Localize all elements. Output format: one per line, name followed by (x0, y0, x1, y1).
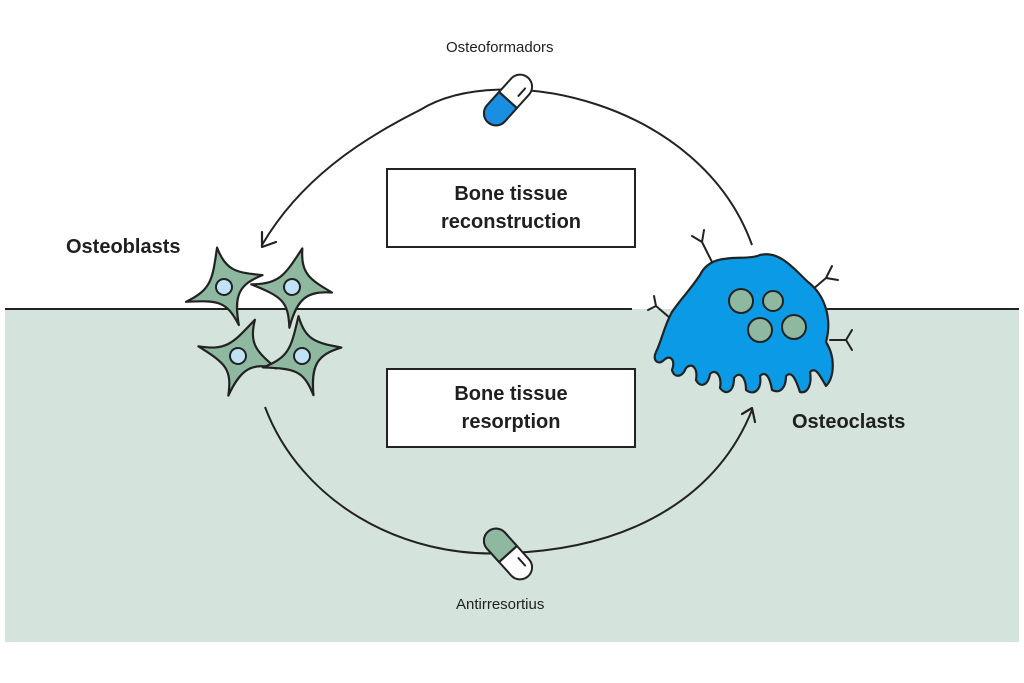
osteoblast-cell-icon (250, 247, 334, 329)
resorption-line2: resorption (461, 411, 561, 433)
capsule-icon (482, 73, 534, 127)
reconstruction-line1: Bone tissue (454, 183, 568, 205)
bone-tissue-area (5, 309, 1019, 642)
osteoclasts-label: Osteoclasts (792, 411, 906, 433)
osteoblast-cell-icon (261, 315, 343, 397)
reconstruction-box: Bone tissue reconstruction (386, 168, 636, 248)
arrow-head-icon (260, 230, 278, 249)
osteoblast-cell-icon (197, 318, 278, 397)
resorption-box: Bone tissue resorption (386, 368, 636, 448)
osteoblasts-label: Osteoblasts (66, 236, 181, 258)
resorption-line1: Bone tissue (454, 383, 568, 405)
reconstruction-line2: reconstruction (440, 211, 582, 233)
osteoclast-cell-icon (653, 253, 834, 394)
arrow-head-icon (740, 406, 757, 424)
capsule-icon (482, 527, 534, 581)
reconstruction-arc (261, 88, 753, 246)
osteoclast-receptors (647, 229, 853, 351)
osteoformadors-label: Osteoformadors (446, 39, 554, 56)
osteoblast-cell-icon (184, 246, 264, 327)
antirresortius-label: Antirresortius (456, 596, 545, 613)
